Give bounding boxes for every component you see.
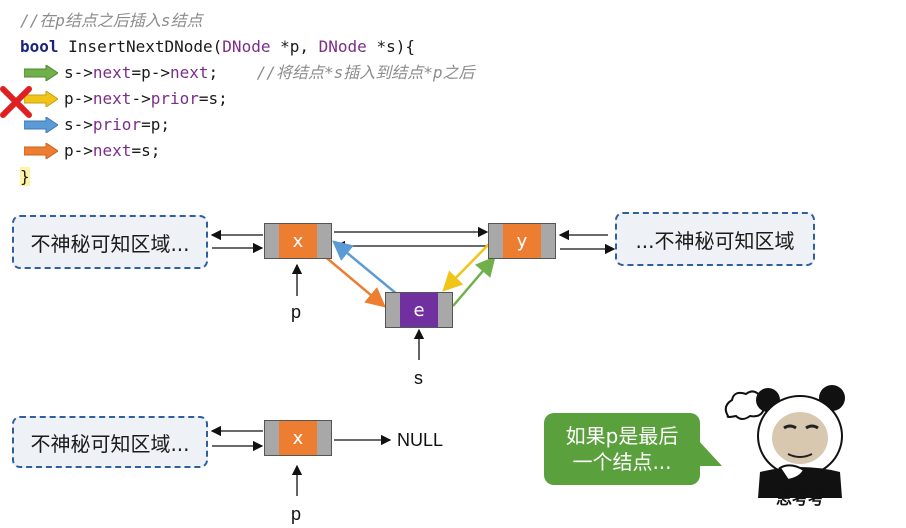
- yellow-arrow-icon: [24, 91, 58, 107]
- code-comment: //在p结点之后插入s结点: [20, 11, 203, 30]
- node-x-prior: [265, 224, 279, 258]
- line4-field1: next: [92, 141, 132, 160]
- node-x-last-next: [317, 421, 331, 455]
- line2-field1: next: [92, 89, 132, 108]
- node-x-data: x: [279, 224, 317, 258]
- line4-mid: =s;: [131, 141, 161, 160]
- line1-post: ;: [208, 63, 219, 82]
- right-unknown-region: ...不神秘可知区域: [615, 212, 815, 266]
- line2-post: =s;: [198, 89, 228, 108]
- node-y-prior: [489, 224, 503, 258]
- function-signature: bool InsertNextDNode(DNode *p, DNode *s)…: [20, 34, 415, 60]
- line2-field2: prior: [150, 89, 199, 108]
- code-close: }: [20, 164, 30, 190]
- null-label: NULL: [397, 430, 444, 450]
- line1-mid: =p->: [131, 63, 170, 82]
- node-y: y: [488, 223, 556, 259]
- code-line-4: p->next=s;: [64, 138, 160, 164]
- node-e: e: [385, 292, 453, 328]
- code-line-3: s->prior=p;: [64, 112, 170, 138]
- line3-mid: =p;: [141, 115, 170, 134]
- type-dnode-2: DNode: [318, 37, 367, 56]
- label-p: p: [291, 302, 302, 322]
- param-s: *s){: [366, 37, 415, 56]
- node-x-last-prior: [265, 421, 279, 455]
- red-cross-icon: [0, 86, 32, 118]
- line3-field1: prior: [92, 115, 142, 134]
- link-yellow-y-to-e: [442, 243, 490, 292]
- blue-arrow-icon: [24, 117, 58, 133]
- code-line-2: p->next->prior=s;: [64, 86, 228, 112]
- function-name: InsertNextDNode(: [58, 37, 223, 56]
- node-x: x: [264, 223, 332, 259]
- node-x-last-data: x: [279, 421, 317, 455]
- bubble-line-1: 如果p是最后: [565, 424, 679, 448]
- label-p-2: p: [291, 504, 302, 524]
- line1-field1: next: [92, 63, 132, 82]
- node-e-data: e: [400, 293, 438, 327]
- left-unknown-region-2: 不神秘可知区域...: [12, 416, 208, 468]
- node-x-last: x: [264, 420, 332, 456]
- meme-caption: 思考考: [776, 489, 824, 508]
- node-y-data: y: [503, 224, 541, 258]
- code-line-1: s->next=p->next; //将结点*s插入到结点*p之后: [64, 60, 474, 86]
- link-orange-x-to-e: [321, 253, 386, 308]
- close-brace: }: [20, 167, 30, 186]
- line2-pre: p->: [64, 89, 93, 108]
- left-unknown-region: 不神秘可知区域...: [12, 215, 208, 269]
- line4-pre: p->: [64, 141, 93, 160]
- label-s: s: [414, 368, 423, 388]
- node-e-prior: [386, 293, 400, 327]
- node-e-next: [438, 293, 452, 327]
- line1-field2: next: [169, 63, 209, 82]
- type-dnode-1: DNode: [222, 37, 271, 56]
- link-green-e-to-y: [452, 256, 496, 307]
- thinking-panda-icon: 思考考: [724, 385, 845, 508]
- line1-pre: s->: [64, 63, 93, 82]
- link-blue-e-to-x: [332, 240, 399, 296]
- line2-mid: ->: [131, 89, 151, 108]
- node-y-next: [541, 224, 555, 258]
- green-arrow-icon: [24, 65, 58, 81]
- speech-bubble: 如果p是最后 一个结点...: [544, 413, 700, 485]
- line3-pre: s->: [64, 115, 93, 134]
- keyword-bool: bool: [20, 37, 59, 56]
- bubble-line-2: 一个结点...: [572, 450, 672, 474]
- bubble-tail: [698, 440, 722, 466]
- node-x-next: [317, 224, 331, 258]
- param-p: *p,: [270, 37, 319, 56]
- line1-comment: //将结点*s插入到结点*p之后: [256, 63, 475, 82]
- orange-arrow-icon: [24, 143, 58, 159]
